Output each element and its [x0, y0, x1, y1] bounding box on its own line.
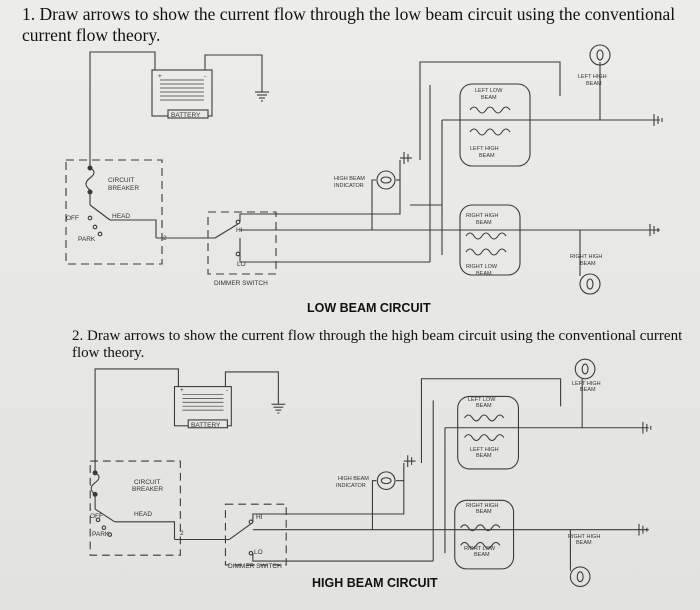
left-high-beam-label-line1: LEFT HIGH: [578, 74, 607, 80]
battery-label: BATTERY: [171, 112, 201, 119]
left-low-beam-label-line1: LEFT LOW: [475, 88, 503, 94]
battery-negative-label: -: [204, 73, 206, 80]
circuit-breaker-label-2-line2: BREAKER: [132, 486, 163, 493]
dimmer-switch-box: [207, 211, 277, 275]
left-high-beam-inner-label-line1: LEFT HIGH: [470, 146, 499, 152]
terminal-2-label-2: 2: [180, 530, 184, 537]
circuit-breaker-label-line2: BREAKER: [108, 185, 139, 192]
left-high-beam-inner-label-2-line1: LEFT HIGH: [470, 447, 499, 453]
hi-label: HI: [236, 227, 243, 234]
head-label: HEAD: [112, 213, 130, 220]
high-beam-indicator-label-line1: HIGH BEAM: [334, 176, 365, 182]
lo-label: LO: [237, 261, 246, 268]
circuit-breaker-label-line1: CIRCUIT: [108, 177, 134, 184]
left-headlamp: [459, 83, 531, 167]
high-beam-indicator-lamp: [376, 170, 396, 190]
high-beam-indicator-label-2-line1: HIGH BEAM: [338, 476, 369, 482]
right-high-beam-label-line2: BEAM: [580, 261, 596, 267]
right-high-beam-lamp: [579, 273, 601, 295]
right-high-beam-inner-label-line2: BEAM: [476, 220, 492, 226]
right-high-beam-label-2-line2: BEAM: [576, 540, 592, 546]
left-high-beam-lamp: [589, 44, 611, 66]
off-label: OFF: [66, 215, 79, 222]
left-low-beam-label-2-line1: LEFT LOW: [468, 397, 496, 403]
hi-label-2: HI: [256, 514, 263, 521]
high-beam-circuit-title: HIGH BEAM CIRCUIT: [312, 576, 438, 590]
left-high-beam-label-2-line2: BEAM: [580, 387, 596, 393]
high-beam-indicator-label-2-line2: INDICATOR: [336, 483, 366, 489]
park-label-2: PARK: [92, 531, 110, 538]
head-label-2: HEAD: [134, 511, 152, 518]
battery-positive-label-2: +: [180, 387, 184, 394]
battery-positive-label: +: [158, 73, 162, 80]
right-headlamp: [459, 204, 521, 276]
question-1-text: 1. Draw arrows to show the current flow …: [22, 4, 676, 45]
right-low-beam-label-line2: BEAM: [476, 271, 492, 277]
battery-label-2: BATTERY: [191, 422, 221, 429]
circuit-breaker-label-2-line1: CIRCUIT: [134, 479, 160, 486]
left-high-beam-label-line2: BEAM: [586, 81, 602, 87]
park-label: PARK: [78, 236, 96, 243]
left-low-beam-label-line2: BEAM: [481, 95, 497, 101]
right-high-beam-inner-label-line1: RIGHT HIGH: [466, 213, 498, 219]
right-low-beam-label-line1: RIGHT LOW: [466, 264, 498, 270]
left-low-beam-label-2-line2: BEAM: [476, 403, 492, 409]
lo-label-2: LO: [254, 549, 263, 556]
high-beam-indicator-label-line2: INDICATOR: [334, 183, 364, 189]
battery-negative-label-2: -: [226, 387, 228, 394]
left-high-beam-inner-label-2-line2: BEAM: [476, 453, 492, 459]
off-label-2: OFF: [90, 513, 103, 520]
headlight-switch-box: [65, 159, 163, 265]
battery-positive-wire: [89, 51, 156, 160]
right-high-beam-label-2-line1: RIGHT HIGH: [568, 534, 600, 540]
right-low-beam-label-2-line2: BEAM: [474, 552, 490, 558]
right-low-beam-label-2-line1: RIGHT LOW: [464, 546, 496, 552]
left-high-beam-inner-label-line2: BEAM: [479, 153, 495, 159]
dimmer-switch-label: DIMMER SWITCH: [214, 280, 268, 287]
left-high-beam-label-2-line1: LEFT HIGH: [572, 381, 601, 387]
right-high-beam-inner-label-2-line1: RIGHT HIGH: [466, 503, 498, 509]
right-high-beam-label-line1: RIGHT HIGH: [570, 254, 602, 260]
question-2-text: 2. Draw arrows to show the current flow …: [72, 328, 683, 361]
low-beam-circuit-title: LOW BEAM CIRCUIT: [307, 301, 431, 315]
terminal-2-label: 2: [163, 235, 167, 242]
right-high-beam-inner-label-2-line2: BEAM: [476, 509, 492, 515]
dimmer-switch-label-2: DIMMER SWITCH: [228, 563, 282, 570]
